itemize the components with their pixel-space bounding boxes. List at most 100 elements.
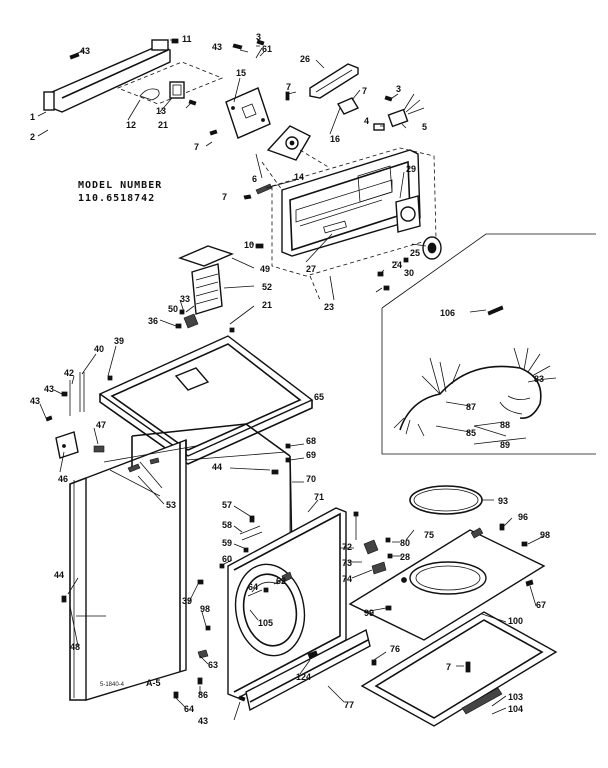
switch-33	[183, 313, 199, 329]
hinge-bracket-46	[55, 431, 79, 459]
switch-16	[336, 97, 360, 115]
callout-47: 47	[96, 420, 106, 430]
callout-12: 12	[126, 120, 136, 130]
callout-36: 36	[148, 316, 158, 326]
screw-43-left	[61, 391, 68, 397]
model-number-value: 110.6518742	[78, 193, 155, 204]
callout-14: 14	[294, 172, 304, 182]
clip-14	[255, 183, 273, 195]
callout-11: 11	[182, 34, 192, 44]
callout-15: 15	[236, 68, 246, 78]
callout-3b: 3	[396, 84, 401, 94]
callout-3a: 3	[256, 32, 261, 42]
callout-63: 63	[208, 660, 218, 670]
callout-86: 86	[198, 690, 208, 700]
callout-71: 71	[314, 492, 324, 502]
rail-26	[309, 63, 359, 99]
screw-31-left	[383, 285, 390, 291]
callout-68: 68	[306, 436, 316, 446]
callout-10: 10	[244, 240, 254, 250]
callout-57: 57	[222, 500, 232, 510]
control-panel-29	[395, 195, 421, 233]
callout-85: 85	[466, 428, 476, 438]
screw-31-mid	[229, 327, 235, 333]
switch-5	[387, 93, 425, 128]
callout-43c: 43	[44, 384, 54, 394]
callout-100: 100	[508, 616, 523, 626]
callout-50: 50	[168, 304, 178, 314]
screw-60	[219, 563, 225, 569]
door-opening-105	[234, 563, 306, 657]
screw-96	[499, 523, 505, 531]
callout-77: 77	[344, 700, 354, 710]
screw-7-door	[465, 661, 471, 673]
callout-76: 76	[390, 644, 400, 654]
callout-39b: 39	[182, 596, 192, 606]
clip-47	[93, 445, 105, 453]
callout-42: 42	[64, 368, 74, 378]
screw-98-left	[205, 625, 211, 631]
screw-80	[385, 537, 391, 543]
screw-68	[285, 443, 291, 449]
screw-57	[249, 515, 255, 523]
callout-98b: 98	[540, 530, 550, 540]
callout-103: 103	[508, 692, 523, 702]
callout-61: 61	[262, 44, 272, 54]
screw-43-top	[69, 52, 80, 60]
screw-43-bottom	[238, 695, 246, 702]
callout-43b: 43	[212, 42, 222, 52]
callout-44b: 44	[54, 570, 64, 580]
switch-13	[169, 81, 185, 99]
callout-39a: 39	[114, 336, 124, 346]
inner-door-75	[348, 527, 546, 641]
callout-62: 62	[276, 576, 286, 586]
callout-28: 28	[400, 552, 410, 562]
screw-98-right	[521, 541, 528, 547]
callout-5: 5	[422, 122, 427, 132]
handle-103-104	[461, 687, 503, 715]
footer-page: A-5	[146, 678, 161, 688]
console-back-panel	[43, 39, 171, 113]
screw-44-low	[61, 595, 67, 603]
hinge-67	[525, 579, 534, 587]
screw-39-top	[107, 375, 113, 381]
callout-16: 16	[330, 134, 340, 144]
bracket-74	[371, 561, 387, 575]
label-49	[178, 245, 234, 267]
callout-52: 52	[262, 282, 272, 292]
callout-1: 1	[30, 112, 35, 122]
callout-60: 60	[222, 554, 232, 564]
callout-87: 87	[466, 402, 476, 412]
callout-58: 58	[222, 520, 232, 530]
callout-43e: 43	[198, 716, 208, 726]
screw-64-low	[173, 691, 179, 699]
screw-59	[243, 547, 249, 553]
callout-24: 24	[392, 260, 402, 270]
callout-46: 46	[58, 474, 68, 484]
callout-98a: 98	[200, 604, 210, 614]
callout-labels: 1 2 43 11 12 13 21 43 3 61 15 7 26 7 16 …	[30, 32, 550, 726]
model-number-heading: MODEL NUMBER	[78, 180, 162, 191]
screw-86	[197, 677, 203, 685]
footer-code: 5-1840-4	[100, 682, 125, 688]
callout-27: 27	[306, 264, 316, 274]
screw-39-low	[197, 579, 204, 585]
clip-63	[197, 649, 209, 659]
callout-72: 72	[342, 542, 352, 552]
callout-48: 48	[70, 642, 80, 652]
screw-7-a	[285, 91, 290, 101]
brace-53	[103, 445, 197, 497]
callout-93: 93	[498, 496, 508, 506]
callout-106: 106	[440, 308, 455, 318]
callout-64a: 64	[248, 582, 258, 592]
screw-10	[255, 243, 264, 249]
screw-50	[179, 309, 185, 315]
screw-69	[285, 457, 291, 463]
callout-59: 59	[222, 538, 232, 548]
callout-2: 2	[30, 132, 35, 142]
screw-21	[188, 99, 197, 106]
screw-44-mid	[271, 469, 279, 475]
callout-64b: 64	[184, 704, 194, 714]
